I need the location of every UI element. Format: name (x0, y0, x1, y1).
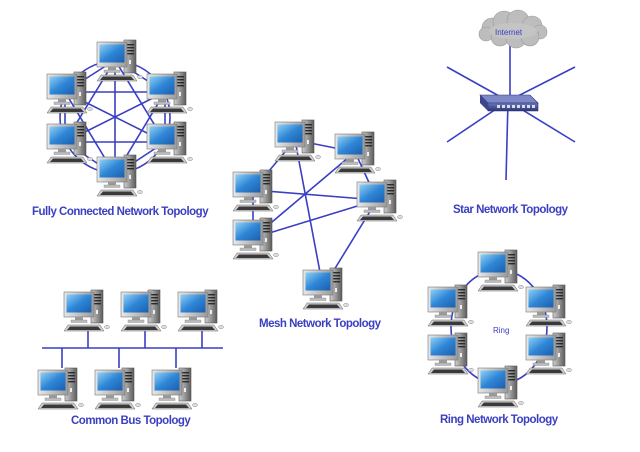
computer-icon (525, 284, 572, 327)
computer-icon (46, 71, 93, 114)
ring-computer (525, 332, 572, 375)
bus-computer (120, 289, 167, 332)
fully-connected-computer (46, 121, 93, 164)
computer-icon (94, 367, 141, 410)
bus-computer (37, 367, 84, 410)
mesh-computer (274, 119, 321, 162)
ring-title: Ring Network Topology (440, 414, 558, 426)
nodes-layer (37, 39, 572, 410)
internet-cloud-icon (478, 9, 548, 49)
computer-icon (274, 119, 321, 162)
ring-computer (525, 284, 572, 327)
computer-icon (232, 217, 279, 260)
ring-computer (427, 332, 474, 375)
mesh-link (294, 139, 324, 289)
star-title: Star Network Topology (453, 204, 568, 216)
mesh-title: Mesh Network Topology (259, 318, 381, 330)
ring-computer (477, 365, 524, 408)
computer-icon (151, 367, 198, 410)
computer-icon (427, 284, 474, 327)
fully-connected-computer (96, 39, 143, 82)
computer-icon (525, 332, 572, 375)
internet-label: Internet (495, 28, 523, 37)
ring-center-label: Ring (493, 326, 510, 335)
mesh-computer (232, 169, 279, 212)
bus-computer (151, 367, 198, 410)
ring-computer (427, 284, 474, 327)
computer-icon (146, 71, 193, 114)
computer-icon (232, 169, 279, 212)
network-switch-icon (479, 94, 539, 112)
extras-layer (478, 9, 548, 112)
computer-icon (427, 332, 474, 375)
computer-icon (120, 289, 167, 332)
fully-connected-computer (146, 71, 193, 114)
mesh-link (252, 189, 378, 201)
star-link (505, 100, 509, 181)
computer-icon (477, 249, 524, 292)
mesh-link (252, 199, 378, 239)
fully-connected-computer (46, 71, 93, 114)
bus-computer (63, 289, 110, 332)
fully-connected-computer (146, 121, 193, 164)
ring-computer (477, 249, 524, 292)
computer-icon (477, 365, 524, 408)
computer-icon (146, 121, 193, 164)
bus-computer (94, 367, 141, 410)
computer-icon (177, 289, 224, 332)
fully-connected-title: Fully Connected Network Topology (32, 206, 209, 218)
computer-icon (46, 121, 93, 164)
fully-connected-computer (96, 154, 143, 197)
bus-computer (177, 289, 224, 332)
mesh-computer (232, 217, 279, 260)
bus-title: Common Bus Topology (71, 415, 191, 427)
computer-icon (96, 39, 143, 82)
mesh-computer (334, 131, 381, 174)
computer-icon (96, 154, 143, 197)
computer-icon (356, 179, 403, 222)
computer-icon (37, 367, 84, 410)
computer-icon (63, 289, 110, 332)
computer-icon (302, 267, 349, 310)
mesh-computer (302, 267, 349, 310)
computer-icon (334, 131, 381, 174)
mesh-computer (356, 179, 403, 222)
